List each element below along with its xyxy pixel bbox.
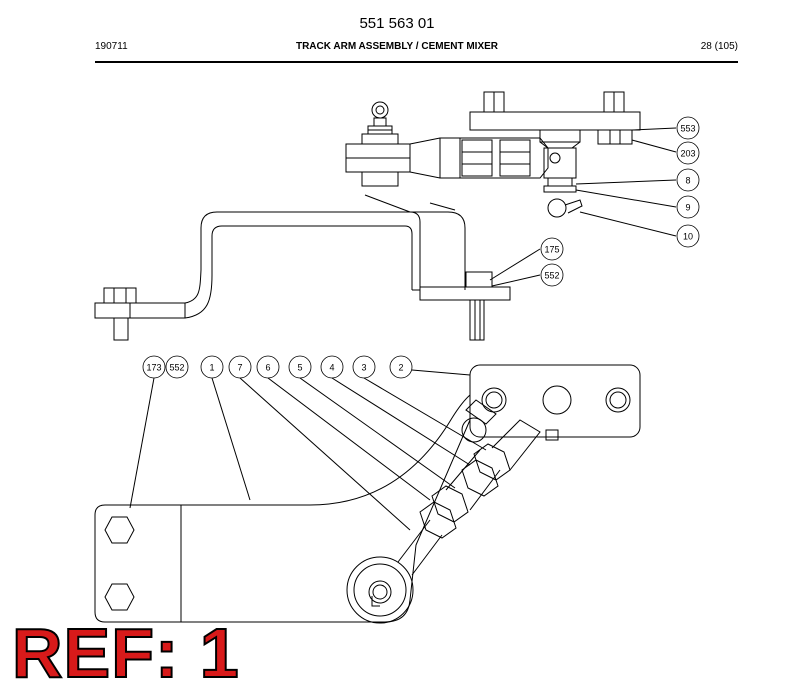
page-number: 28 (105) — [700, 41, 738, 52]
callout-173 — [142, 355, 166, 379]
callout-10 — [676, 224, 700, 248]
arm-bend-right — [410, 211, 466, 291]
pivot-eye-inner — [368, 580, 392, 604]
left-end-plate — [94, 302, 186, 319]
track-arm-upper — [184, 211, 421, 319]
callout-10-label: 10 — [683, 232, 693, 242]
nut-203 — [597, 129, 633, 145]
callout-203 — [676, 141, 700, 165]
lower-view — [94, 364, 641, 624]
callout-3-label: 3 — [361, 363, 366, 373]
left-bolt-head — [103, 287, 137, 304]
callout-553 — [676, 116, 700, 140]
jam-nut-lower-2 — [431, 485, 469, 523]
leaders-upper — [489, 127, 677, 287]
callout-175-label: 175 — [544, 245, 559, 255]
callout-552-lower-label: 552 — [169, 363, 184, 373]
plate-bolt-right — [605, 387, 631, 413]
right-foot-plate — [419, 286, 511, 301]
document-number: 551 563 01 — [359, 15, 435, 32]
callout-552-lower — [165, 355, 189, 379]
rod-sleeve — [445, 449, 501, 511]
header-rule — [95, 61, 738, 63]
callout-5 — [288, 355, 312, 379]
callout-173-label: 173 — [146, 363, 161, 373]
page-title: TRACK ARM ASSEMBLY / CEMENT MIXER — [295, 41, 499, 52]
callout-4 — [320, 355, 344, 379]
callout-8 — [676, 168, 700, 192]
ref-label: REF: 1 — [11, 614, 240, 692]
plate-hole-center — [542, 385, 572, 415]
plate-bolt-left — [481, 387, 507, 413]
top-mount-plate — [469, 364, 641, 438]
washer-8 — [543, 185, 577, 193]
callout-6 — [256, 355, 280, 379]
callout-9-label: 9 — [685, 203, 690, 213]
plate-bolts — [104, 516, 135, 611]
base-arm-plate — [94, 393, 471, 623]
turnbuckle-nut-right — [499, 139, 531, 177]
callout-8-label: 8 — [685, 176, 690, 186]
callout-552-upper-label: 552 — [544, 271, 559, 281]
turnbuckle-body — [409, 137, 549, 179]
callout-4-label: 4 — [329, 363, 334, 373]
callout-9 — [676, 195, 700, 219]
pivot-eye-outer — [346, 556, 414, 624]
turnbuckle-nut-left — [461, 139, 493, 177]
callout-553-label: 553 — [680, 124, 695, 134]
right-bolt-shank — [469, 299, 485, 341]
mount-bracket — [469, 111, 641, 131]
callout-552-upper — [540, 263, 564, 287]
grease-nipple — [547, 198, 567, 218]
rod-lower — [397, 519, 443, 576]
leaders-lower — [129, 369, 487, 531]
callout-5-label: 5 — [297, 363, 302, 373]
callouts-upper: 553 203 8 9 10 175 552 — [540, 116, 700, 287]
callout-6-label: 6 — [265, 363, 270, 373]
callout-3 — [352, 355, 376, 379]
callout-203-label: 203 — [680, 149, 695, 159]
left-bolt-shank — [113, 317, 129, 341]
callout-2 — [389, 355, 413, 379]
rod-end-eye-top — [371, 101, 389, 119]
callout-7 — [228, 355, 252, 379]
callouts-lower: 173 552 1 7 6 5 4 3 2 — [142, 355, 413, 379]
callout-1-label: 1 — [209, 363, 214, 373]
callout-2-label: 2 — [398, 363, 403, 373]
date-code: 190711 — [95, 41, 128, 52]
callout-1 — [200, 355, 224, 379]
callout-7-label: 7 — [237, 363, 242, 373]
upper-view — [94, 91, 677, 341]
callout-175 — [540, 237, 564, 261]
